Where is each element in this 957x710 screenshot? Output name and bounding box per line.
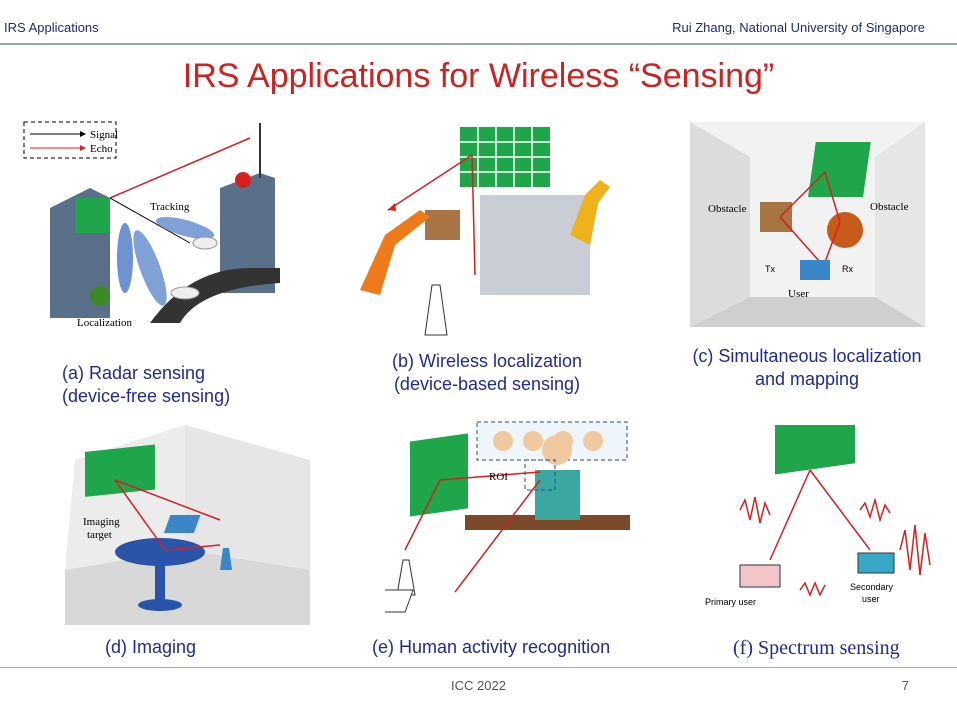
primary-user-label: Primary user — [705, 597, 756, 607]
imaging-target-line2: target — [87, 529, 112, 541]
caption-e: (e) Human activity recognition — [372, 636, 610, 659]
caption-b: (b) Wireless localization (device-based … — [357, 350, 617, 396]
activity-recognition-illustration: ROI — [385, 421, 630, 613]
caption-e-text: (e) Human activity recognition — [372, 637, 611, 657]
secondary-user-line1: Secondary — [850, 582, 894, 592]
wireless-localization-illustration — [360, 127, 610, 336]
tx-label: Tx — [765, 264, 775, 274]
page-number: 7 — [901, 678, 909, 693]
caption-f-text: (f) Spectrum sensing — [733, 637, 900, 659]
caption-a-line2: (device-free sensing) — [62, 386, 231, 406]
caption-d-text: (d) Imaging — [105, 637, 197, 657]
caption-d: (d) Imaging — [105, 636, 196, 659]
footer-conference: ICC 2022 — [451, 678, 506, 693]
caption-f: (f) Spectrum sensing — [733, 637, 900, 660]
secondary-user-line2: user — [862, 594, 880, 604]
radar-sensing-illustration: Signal Echo Tracking Localization — [23, 121, 280, 329]
header-divider — [0, 43, 957, 45]
localization-label: Localization — [77, 317, 132, 329]
rx-label: Rx — [842, 264, 853, 274]
caption-b-line1: (b) Wireless localization — [391, 351, 583, 371]
caption-b-line2: (device-based sensing) — [393, 374, 581, 394]
legend-echo: Echo — [90, 143, 113, 155]
tracking-label: Tracking — [150, 201, 190, 213]
user-label: User — [788, 288, 809, 300]
caption-a-line1: (a) Radar sensing — [62, 363, 206, 383]
slam-illustration: Obstacle Obstacle Tx Rx User — [690, 122, 925, 327]
caption-c: (c) Simultaneous localization and mappin… — [672, 345, 942, 391]
obstacle-right-label: Obstacle — [870, 201, 909, 213]
header-left: IRS Applications — [4, 20, 99, 35]
caption-a: (a) Radar sensing (device-free sensing) — [62, 362, 230, 408]
obstacle-left-label: Obstacle — [708, 203, 747, 215]
roi-label: ROI — [489, 471, 508, 483]
header-right: Rui Zhang, National University of Singap… — [672, 20, 925, 35]
imaging-illustration: Imaging target — [65, 425, 310, 625]
imaging-target-line1: Imaging — [83, 516, 120, 528]
footer-divider — [0, 667, 957, 668]
spectrum-sensing-illustration: Primary user Secondary user — [705, 425, 931, 607]
slide-title: IRS Applications for Wireless “Sensing” — [182, 57, 775, 95]
caption-c-line1: (c) Simultaneous localization — [692, 346, 922, 366]
legend-signal: Signal — [90, 129, 118, 141]
caption-c-line2: and mapping — [754, 369, 860, 389]
